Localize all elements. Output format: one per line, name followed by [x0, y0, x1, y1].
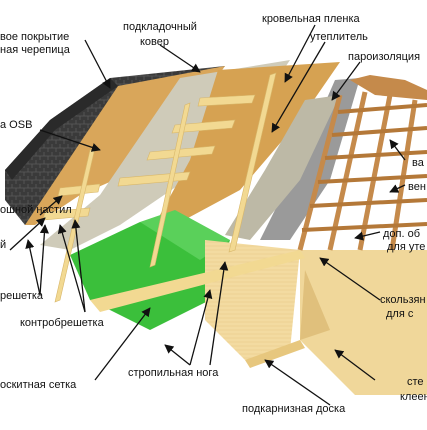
label-slide-1: скользян	[380, 294, 426, 306]
label-underlay-2: ковер	[140, 36, 169, 48]
label-vapor: пароизоляция	[348, 51, 420, 63]
label-mesh: оскитная сетка	[0, 379, 77, 391]
label-left-j: й	[0, 239, 6, 251]
label-membrane: кровельная пленка	[262, 13, 360, 25]
eaves-board	[90, 250, 305, 312]
rafter-beam	[350, 75, 427, 100]
label-right-ven: вен	[408, 181, 426, 193]
label-shingle-1: вое покрытие	[0, 31, 69, 43]
gable-wall	[300, 250, 427, 395]
label-batten: решетка	[0, 290, 44, 302]
label-osb: а OSB	[0, 119, 32, 131]
label-eaves: подкарнизная доска	[242, 403, 346, 415]
label-extra-1: доп. об	[383, 228, 420, 240]
label-underlay-1: подкладочный	[123, 21, 197, 33]
label-wall-1: сте	[407, 376, 424, 388]
labels: вое покрытие ная черепица подкладочный к…	[0, 13, 427, 415]
label-counter-batten: контробрешетка	[20, 317, 105, 329]
label-slide-2: для с	[386, 308, 414, 320]
label-right-va: ва	[412, 157, 425, 169]
callout-lines	[9, 24, 406, 406]
osb-panel-right	[160, 62, 340, 225]
label-rafter: стропильная нога	[128, 367, 219, 379]
label-insulation: утеплитель	[310, 31, 368, 43]
batten-grid	[301, 103, 427, 232]
shingle-edge	[5, 78, 118, 180]
label-extra-2: для уте	[387, 241, 425, 253]
label-wall-2: клеен	[400, 391, 427, 403]
gable-triangle	[300, 270, 330, 340]
label-solid-deck: ошной настил	[0, 204, 72, 216]
label-shingle-2: ная черепица	[0, 44, 71, 56]
insulation-light	[225, 95, 340, 240]
fascia-board	[245, 340, 305, 368]
